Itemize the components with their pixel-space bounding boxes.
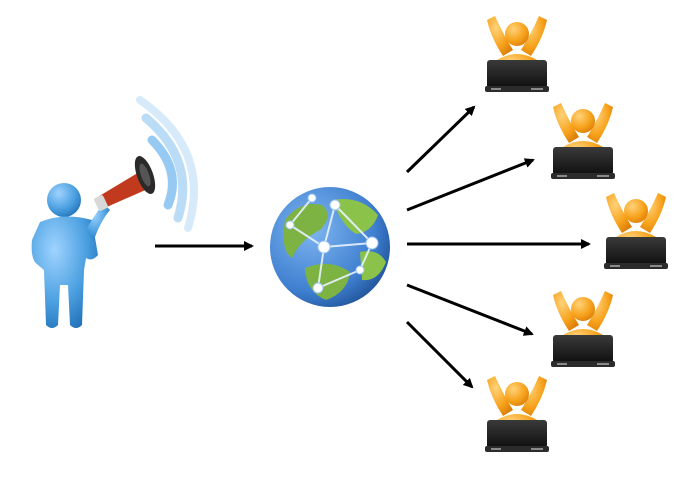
edge-network-recipient-2 — [406, 158, 535, 212]
edge-network-recipient-4 — [406, 283, 534, 336]
user-laptop-icon — [551, 103, 615, 179]
person-megaphone-icon — [31, 156, 156, 328]
user-laptop-icon — [485, 16, 549, 92]
edge-network-recipient-5 — [405, 320, 474, 389]
globe-network-icon — [270, 187, 390, 307]
edge-network-recipient-1 — [405, 105, 476, 174]
user-laptop-icon — [485, 376, 549, 452]
user-laptop-icon — [551, 291, 615, 367]
arrows — [155, 105, 591, 389]
user-laptop-icon — [604, 193, 668, 269]
signal-waves-icon — [136, 96, 198, 232]
